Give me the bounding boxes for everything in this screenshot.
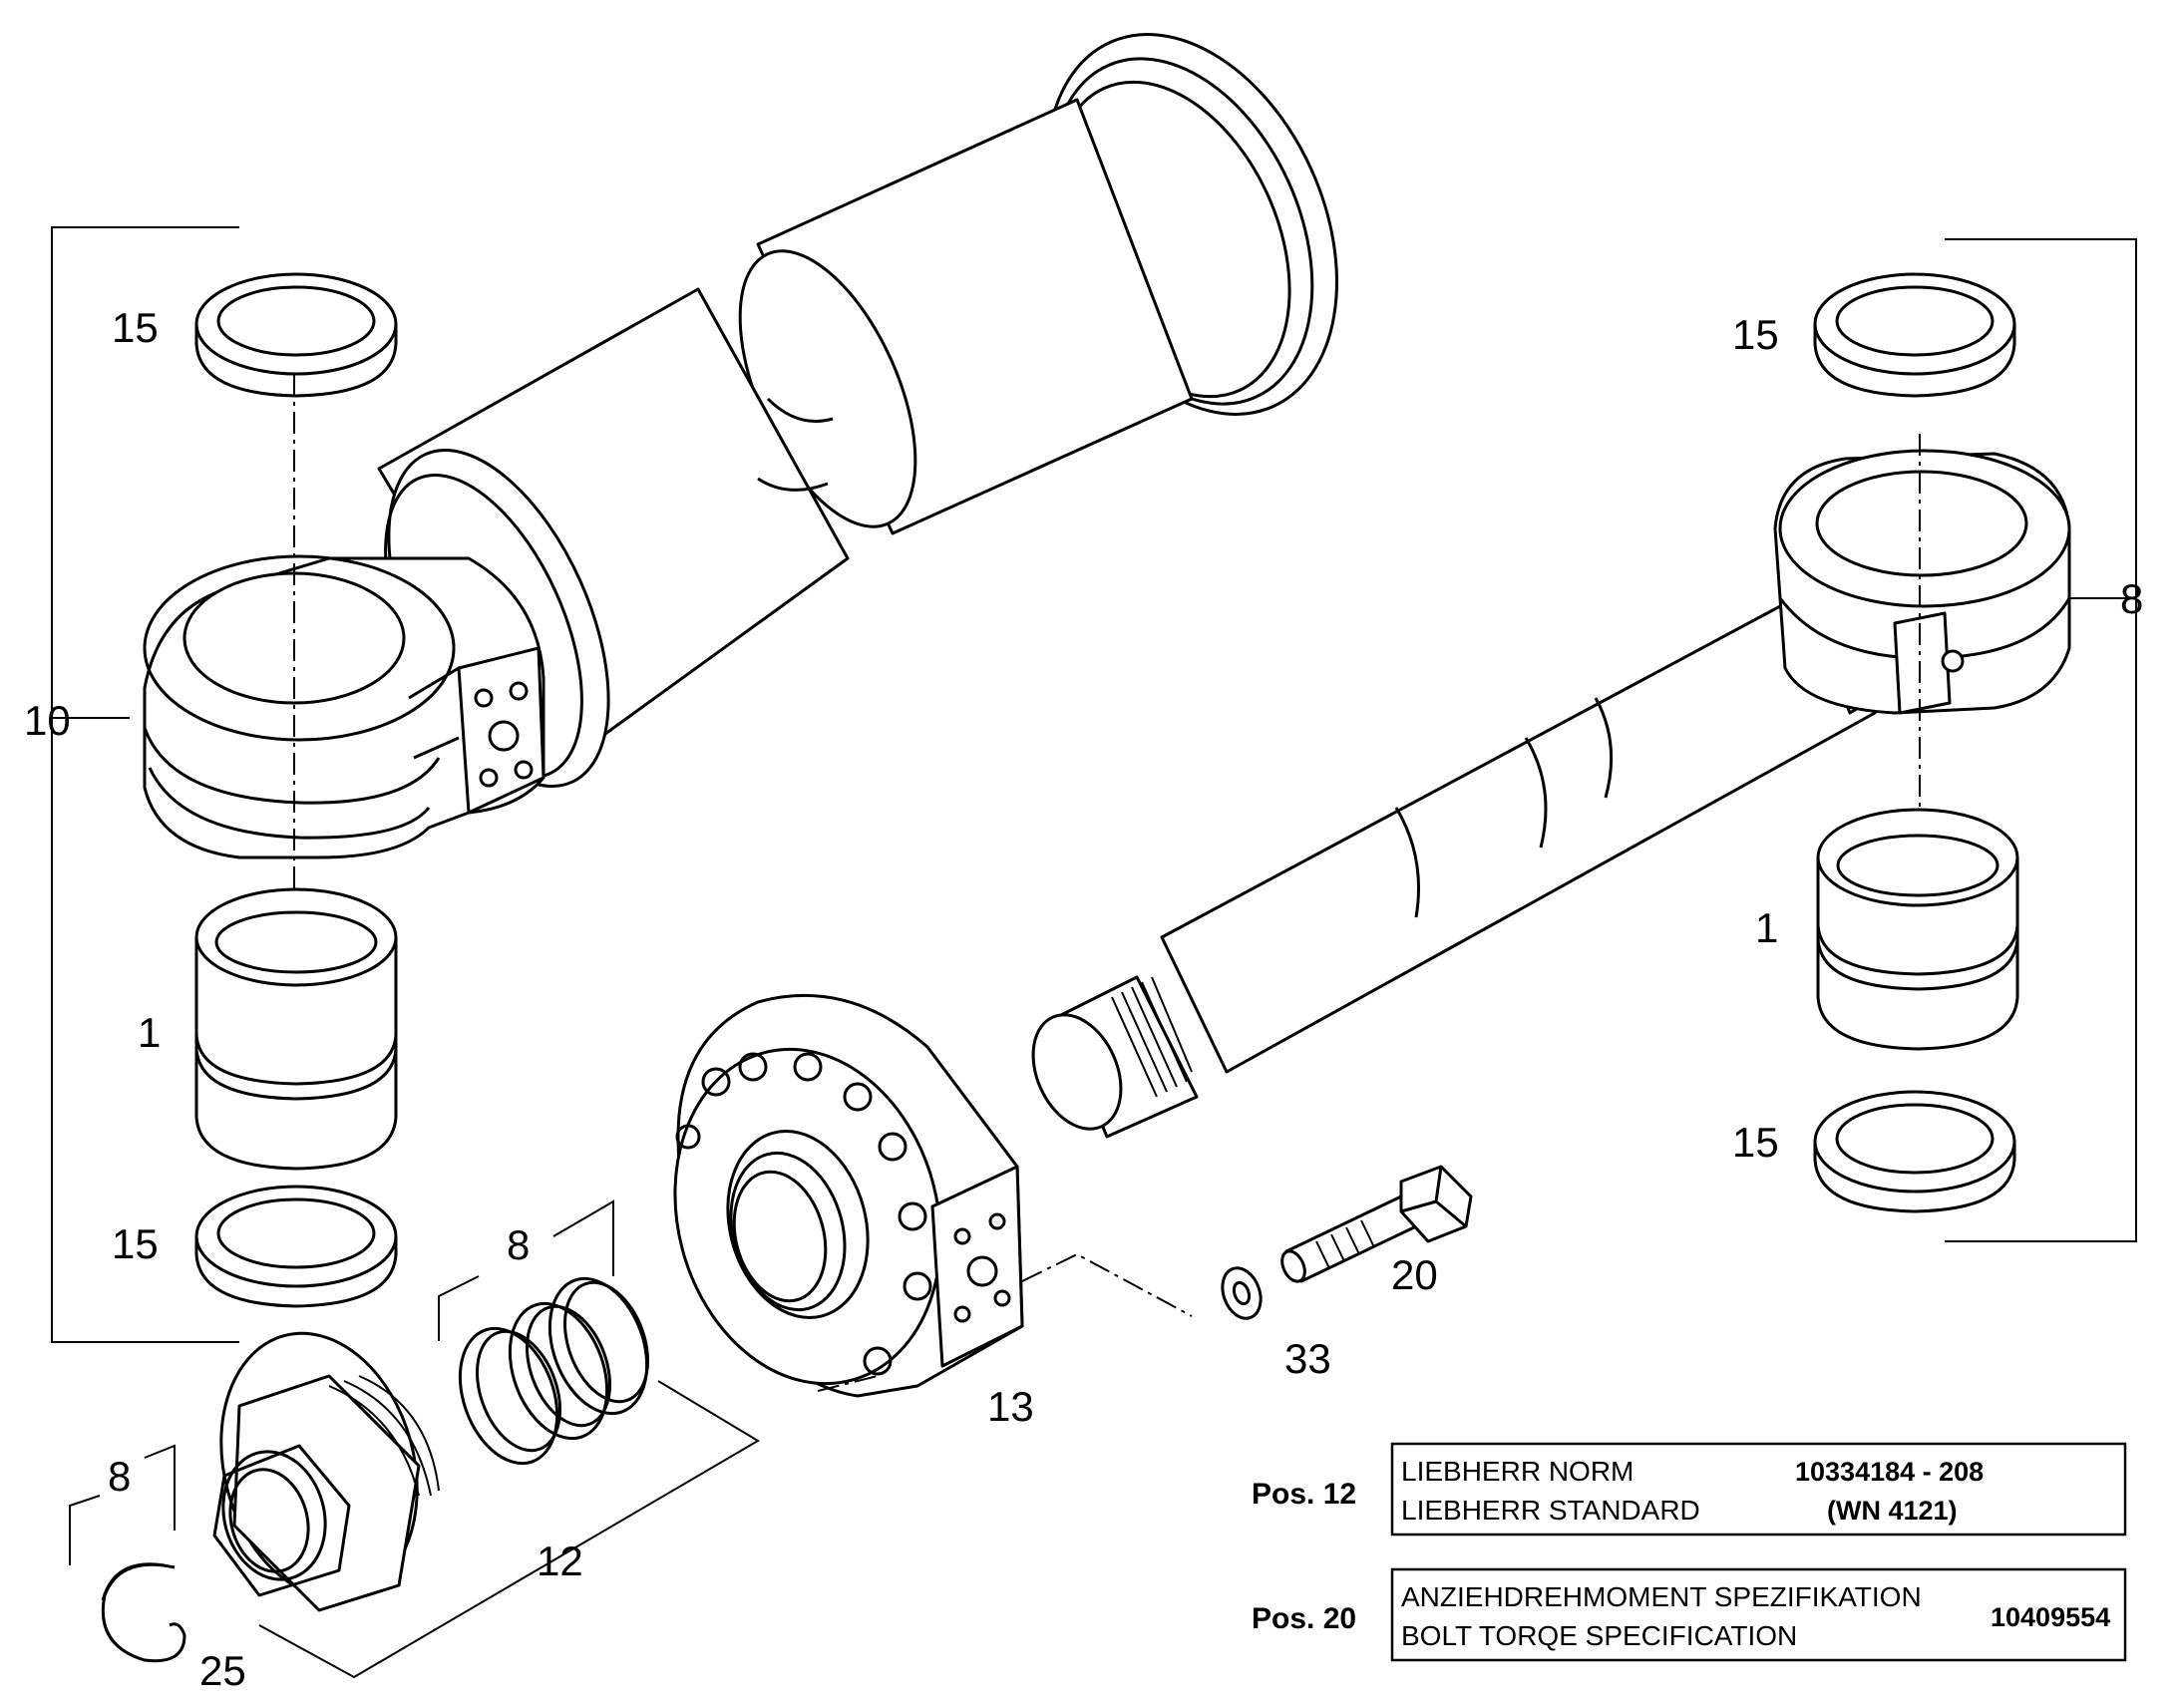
callout-1-left: 1 — [138, 1009, 161, 1056]
cylinder-head — [673, 993, 1024, 1398]
callout-15-right-top: 15 — [1732, 311, 1779, 358]
washer — [1221, 1266, 1263, 1320]
callout-25: 25 — [199, 1647, 246, 1694]
right-bottom-ring — [1813, 1090, 2016, 1213]
seal-rings — [458, 1276, 650, 1466]
callout-15-left-top: 15 — [112, 304, 159, 351]
pos-12-box — [1390, 1442, 2127, 1537]
left-bottom-ring — [194, 1185, 398, 1308]
piston-group-bracket — [258, 1380, 760, 1679]
pos-12-line1: LIEBHERR NORM — [1401, 1456, 1634, 1487]
left-top-ring — [194, 272, 398, 398]
pos-20-label: Pos. 20 — [1252, 1602, 1356, 1635]
pos-20-line1: ANZIEHDREHMOMENT SPEZIFIKATION — [1401, 1581, 1922, 1612]
pos-12-value1: 10334184 - 208 — [1795, 1457, 1984, 1487]
pos-12-value2: (WN 4121) — [1827, 1496, 1958, 1526]
head-to-washer-axis — [1021, 1252, 1193, 1317]
spec-row-pos-20: Pos. 20 ANZIEHDREHMOMENT SPEZIFIKATION B… — [1252, 1567, 2127, 1662]
left-bracket — [51, 226, 239, 1343]
pos-12-line2: LIEBHERR STANDARD — [1401, 1495, 1700, 1526]
head-bottom-axis — [817, 1375, 879, 1392]
left-eye — [143, 554, 545, 859]
callout-15-left-bottom: 15 — [112, 1220, 159, 1267]
pos-20-line2: BOLT TORQE SPECIFICATION — [1401, 1620, 1797, 1651]
snap-ring-bracket — [69, 1444, 176, 1565]
pos-20-value1: 10409554 — [1991, 1602, 2110, 1632]
piston-nut — [212, 1331, 440, 1612]
pos-20-box — [1390, 1567, 2127, 1662]
spec-row-pos-12: Pos. 12 LIEBHERR NORM LIEBHERR STANDARD … — [1252, 1442, 2127, 1537]
callout-20: 20 — [1391, 1251, 1438, 1298]
left-bushing — [194, 887, 398, 1171]
callout-15-right-bottom: 15 — [1732, 1119, 1779, 1166]
right-bracket — [1945, 238, 2137, 1242]
callout-8-seal-rings: 8 — [507, 1221, 530, 1268]
callout-33: 33 — [1284, 1335, 1331, 1382]
right-eye — [1773, 449, 2071, 715]
callout-8-snap-ring: 8 — [108, 1453, 131, 1500]
snap-ring — [101, 1562, 186, 1663]
right-bushing — [1816, 808, 2019, 1051]
callout-8-right: 8 — [2120, 575, 2143, 622]
right-top-ring — [1813, 272, 2016, 398]
callout-10: 10 — [24, 697, 71, 744]
seal-rings-bracket — [438, 1199, 614, 1341]
callout-1-right: 1 — [1755, 904, 1778, 951]
callout-12: 12 — [537, 1537, 583, 1584]
callout-13: 13 — [987, 1383, 1034, 1430]
pos-12-label: Pos. 12 — [1252, 1478, 1356, 1511]
bolt — [1280, 1165, 1473, 1283]
